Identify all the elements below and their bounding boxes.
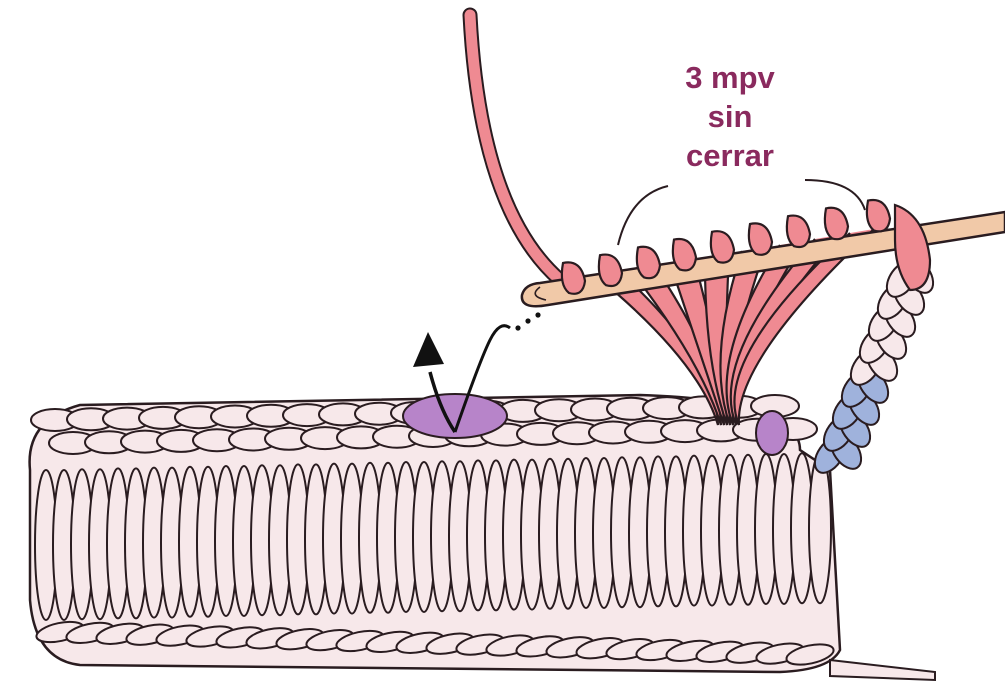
callout-line-3: cerrar [640, 136, 820, 175]
yarn-tail [830, 660, 935, 680]
hook-wrap [599, 255, 622, 286]
stitch-post [809, 453, 831, 603]
hook-wrap [787, 216, 810, 247]
callout-line-1: 3 mpv [640, 58, 820, 97]
hook-wrap [562, 262, 585, 293]
hook-wrap [867, 200, 890, 231]
working-yarn [470, 15, 575, 290]
hook-wrap [711, 231, 734, 262]
callout-line-2: sin [640, 97, 820, 136]
crochet-fabric [30, 395, 935, 680]
hook-wrap [749, 223, 772, 254]
hook-wrap [673, 239, 696, 270]
hook-wrap [825, 208, 848, 239]
hook-wrap [637, 247, 660, 278]
callout-label: 3 mpv sin cerrar [640, 58, 820, 175]
